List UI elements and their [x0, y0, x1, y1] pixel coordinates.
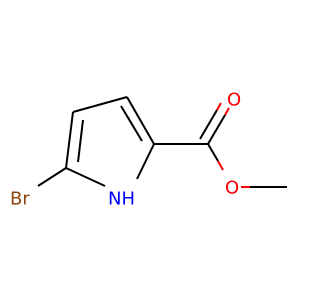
- atom-label-o-ester: O: [225, 178, 239, 199]
- atom-label-br: Br: [10, 189, 30, 210]
- bond-c-oester: [207, 143, 219, 162]
- bond-c2-c3-inner: [120, 105, 143, 142]
- bond-c4-c5-inner: [77, 119, 84, 163]
- bond-c-o-double-a-red: [224, 107, 230, 116]
- bond-c2-c3: [126, 96, 155, 145]
- bond-c-o-double-b-red: [216, 102, 222, 111]
- bond-c-o-double-b: [199, 109, 218, 140]
- molecule-structure: Br NH O O: [10, 90, 287, 210]
- atom-label-o-carbonyl: O: [227, 90, 241, 111]
- bond-c5-n1: [65, 167, 106, 187]
- atom-label-nh: NH: [108, 189, 135, 210]
- bond-c4-c5: [65, 111, 74, 169]
- bond-c5-br: [37, 167, 67, 187]
- bond-c3-c4: [72, 96, 128, 113]
- bond-n1-c2: [136, 143, 155, 180]
- bond-c-oester-red: [217, 160, 224, 171]
- bond-c-o-double-a: [207, 114, 226, 145]
